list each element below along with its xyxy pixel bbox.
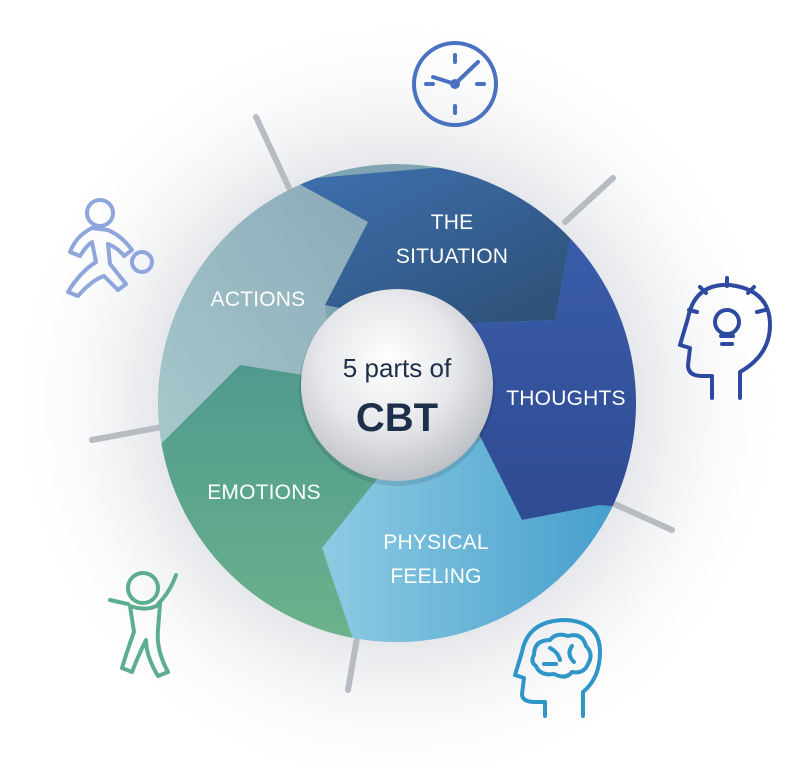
label-situation-line1: THE <box>431 211 474 234</box>
person-kicking-ball-icon <box>66 198 154 298</box>
clock-icon <box>412 41 498 127</box>
segment-thoughts[interactable] <box>420 240 660 530</box>
label-physical-line2: FEELING <box>390 565 481 588</box>
label-thoughts: THOUGHTS <box>506 387 625 410</box>
center-title-line1: 5 parts of <box>343 353 452 383</box>
spoke-right <box>607 499 675 533</box>
spoke-top-left <box>253 114 293 193</box>
label-actions: ACTIONS <box>211 288 306 311</box>
label-situation-line2: SITUATION <box>396 245 508 268</box>
head-brain-icon <box>513 618 602 718</box>
spoke-left <box>89 424 165 443</box>
spoke-top-right <box>562 175 616 225</box>
jumping-person-icon <box>108 571 178 678</box>
label-physical-line1: PHYSICAL <box>383 531 488 554</box>
center-hub <box>301 289 493 481</box>
head-lightbulb-icon <box>678 276 772 400</box>
center-title-line2: CBT <box>356 396 438 440</box>
label-emotions: EMOTIONS <box>207 481 321 504</box>
spokes <box>89 114 675 693</box>
spoke-bottom <box>345 629 361 693</box>
